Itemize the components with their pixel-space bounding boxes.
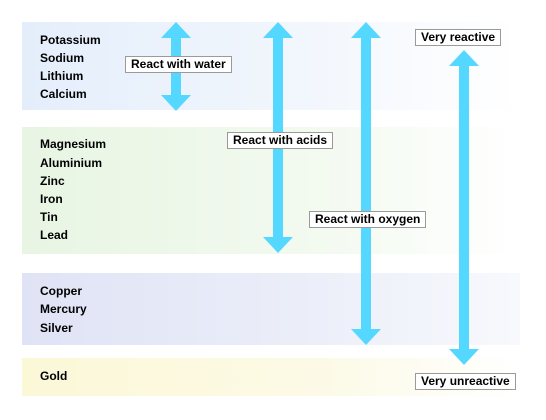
metal-mercury: Mercury [40, 302, 87, 316]
react-with-water-label: React with water [125, 56, 232, 73]
very-unreactive-label: Very unreactive [415, 373, 516, 390]
metal-lead: Lead [40, 228, 69, 242]
metal-gold: Gold [40, 369, 68, 383]
metal-lithium: Lithium [40, 69, 84, 83]
metal-zinc: Zinc [40, 174, 65, 188]
metal-tin: Tin [40, 210, 58, 224]
metal-silver: Silver [40, 321, 73, 335]
metal-sodium: Sodium [40, 51, 84, 65]
metal-potassium: Potassium [40, 33, 101, 47]
low-reactivity-metals-band [22, 273, 520, 345]
metal-copper: Copper [40, 284, 82, 298]
very-reactive-label: Very reactive [415, 29, 502, 46]
react-with-acids-label: React with acids [227, 132, 334, 149]
reactivity-scale-arrow [449, 50, 479, 365]
metal-calcium: Calcium [40, 87, 87, 101]
metal-magnesium: Magnesium [40, 137, 107, 151]
oxygen-arrow [351, 22, 381, 345]
react-with-oxygen-label: React with oxygen [309, 211, 427, 228]
metal-aluminium: Aluminium [40, 156, 102, 170]
metal-iron: Iron [40, 192, 63, 206]
